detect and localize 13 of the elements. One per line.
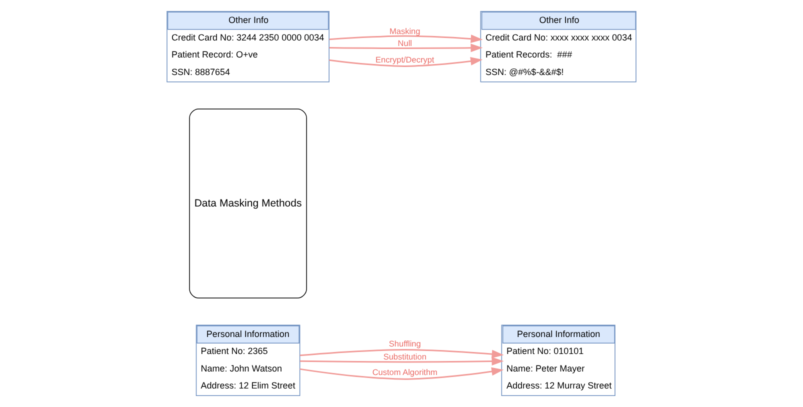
edge-label: Masking [390,26,420,36]
arrow [329,44,483,52]
arrow [329,34,483,43]
arrow [300,357,504,366]
edge-label: Substitution [383,352,426,362]
edge-label: Encrypt/Decrypt [376,55,434,64]
arrow [300,367,504,380]
arrow [329,57,483,67]
node-box: Data Masking Methods [189,108,307,298]
edge-label: Custom Algorithm [372,368,438,378]
edge-label: Shuffling [388,340,421,349]
edge-label: Null [398,38,412,48]
arrow [300,348,504,358]
